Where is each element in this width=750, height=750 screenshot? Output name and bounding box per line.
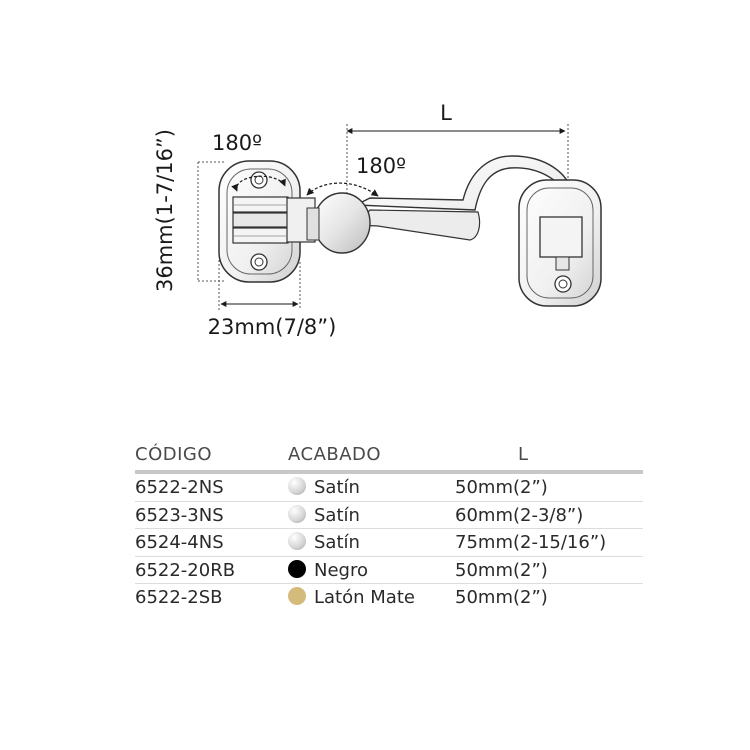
rotation-arrow-left: 180º — [212, 131, 286, 192]
header-finish: ACABADO — [288, 444, 382, 465]
row-code: 6522-2NS — [135, 477, 224, 498]
hook-latch-diagram: L 36mm(1-7/16”) 23mm(7/8”) 180º — [153, 101, 602, 339]
finish-swatch-icon — [288, 504, 306, 523]
row-finish: Satín — [314, 504, 360, 526]
row-finish: Negro — [314, 559, 368, 581]
hook-arm — [306, 155, 575, 254]
right-eye-plate — [518, 179, 602, 307]
table-row: 6523-3NS Satín 60mm(2-3/8”) — [135, 502, 643, 529]
height-label: 36mm(1-7/16”) — [153, 129, 177, 292]
rotation-arrow-right: 180º — [306, 154, 406, 197]
left-mounting-plate — [218, 160, 316, 283]
row-length: 50mm(2”) — [455, 587, 548, 608]
row-length: 50mm(2”) — [455, 477, 548, 498]
rotation-label-left: 180º — [212, 131, 262, 155]
header-length: L — [518, 444, 529, 465]
row-length: 60mm(2-3/8”) — [455, 504, 584, 526]
row-finish: Satín — [314, 532, 360, 553]
rotation-label-right: 180º — [356, 154, 406, 178]
row-code: 6522-2SB — [135, 587, 223, 608]
row-code: 6523-3NS — [135, 504, 224, 526]
row-finish: Satín — [314, 477, 360, 498]
row-code: 6524-4NS — [135, 532, 224, 553]
row-length: 50mm(2”) — [455, 559, 548, 581]
table-row: 6524-4NS Satín 75mm(2-15/16”) — [135, 529, 643, 557]
row-length: 75mm(2-15/16”) — [455, 532, 607, 553]
table-row: 6522-20RB Negro 50mm(2”) — [135, 557, 643, 584]
finish-swatch-icon — [288, 587, 306, 605]
table-header: CÓDIGO ACABADO L — [135, 442, 643, 474]
table-row: 6522-2NS Satín 50mm(2”) — [135, 474, 643, 502]
finish-swatch-icon — [288, 532, 306, 550]
table-row: 6522-2SB Latón Mate 50mm(2”) — [135, 584, 643, 611]
finish-swatch-icon — [288, 477, 306, 495]
width-label: 23mm(7/8”) — [208, 315, 337, 339]
height-dimension: 36mm(1-7/16”) — [153, 129, 225, 292]
table-body: 6522-2NS Satín 50mm(2”) 6523-3NS Satín 60mm(2… — [135, 474, 643, 611]
length-label: L — [440, 101, 452, 125]
row-finish: Latón Mate — [314, 587, 415, 608]
header-code: CÓDIGO — [135, 444, 213, 465]
finish-swatch-icon — [288, 559, 306, 578]
row-code: 6522-20RB — [135, 559, 236, 581]
width-dimension: 23mm(7/8”) — [208, 260, 337, 339]
